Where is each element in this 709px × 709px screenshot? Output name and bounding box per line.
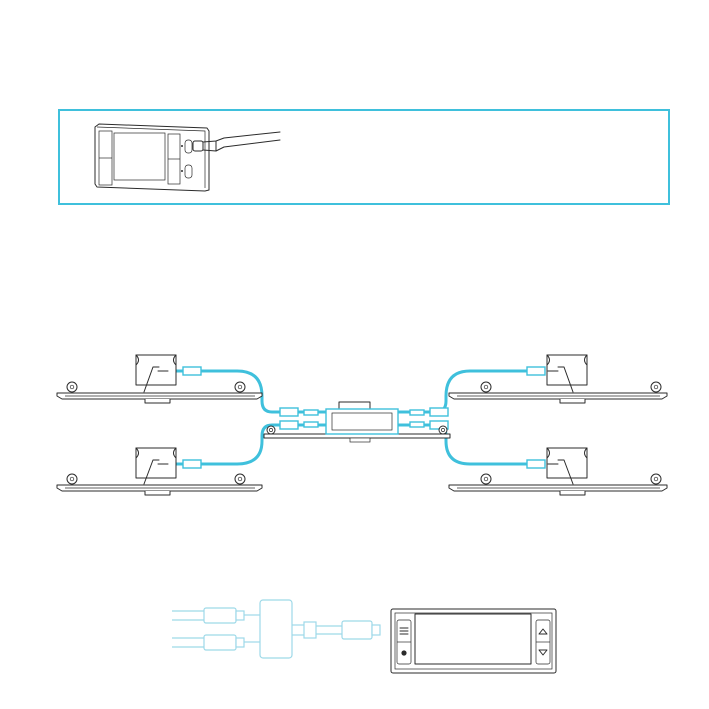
fixture-lamp [651, 474, 661, 484]
cable-top-left [168, 371, 330, 412]
fixture-lamp [67, 382, 77, 392]
fixture-driver-box [136, 355, 176, 385]
fixture-lamp [67, 474, 77, 484]
connector [430, 408, 448, 416]
cable-plug [193, 141, 203, 151]
cable-top-right [395, 371, 541, 412]
controller-front [391, 609, 556, 673]
settings-icon[interactable] [401, 650, 406, 655]
fixture-top-right [449, 355, 667, 403]
fixture-lamp [651, 382, 661, 392]
cable-lower-edge [203, 140, 280, 151]
input-connector-lower [204, 635, 236, 650]
connector [183, 460, 201, 468]
cable-upper-edge [203, 132, 280, 142]
connector [280, 421, 298, 429]
fixture-lamp [481, 382, 491, 392]
fixture-lamp [235, 474, 245, 484]
incoming-cables [172, 608, 260, 650]
cable-bottom-right [395, 425, 541, 464]
controller-device [95, 124, 209, 191]
output-connector [342, 621, 372, 639]
controller-detail-panel [59, 110, 669, 204]
connector [304, 410, 318, 415]
hub-foot [350, 438, 370, 442]
fixture-bottom-left [57, 448, 262, 495]
input-connector-upper [204, 608, 236, 623]
connector [527, 367, 545, 375]
fixture-top-left [57, 355, 262, 403]
fixture-driver-box [547, 448, 587, 478]
splitter-detail-panel [172, 600, 556, 673]
connector [183, 367, 201, 375]
output-cable [292, 621, 380, 639]
fixture-bottom-right [449, 448, 667, 495]
fixture-driver-box [136, 448, 176, 478]
splitter-block [260, 600, 292, 658]
connector [410, 410, 424, 415]
connector [527, 460, 545, 468]
fixture-driver-box [547, 355, 587, 385]
connector [410, 422, 424, 427]
connector [304, 422, 318, 427]
fixture-lamp [235, 382, 245, 392]
cable-bottom-left [168, 425, 330, 464]
splitter-layout-panel [57, 355, 667, 495]
fixture-lamp [481, 474, 491, 484]
connector [280, 408, 298, 416]
